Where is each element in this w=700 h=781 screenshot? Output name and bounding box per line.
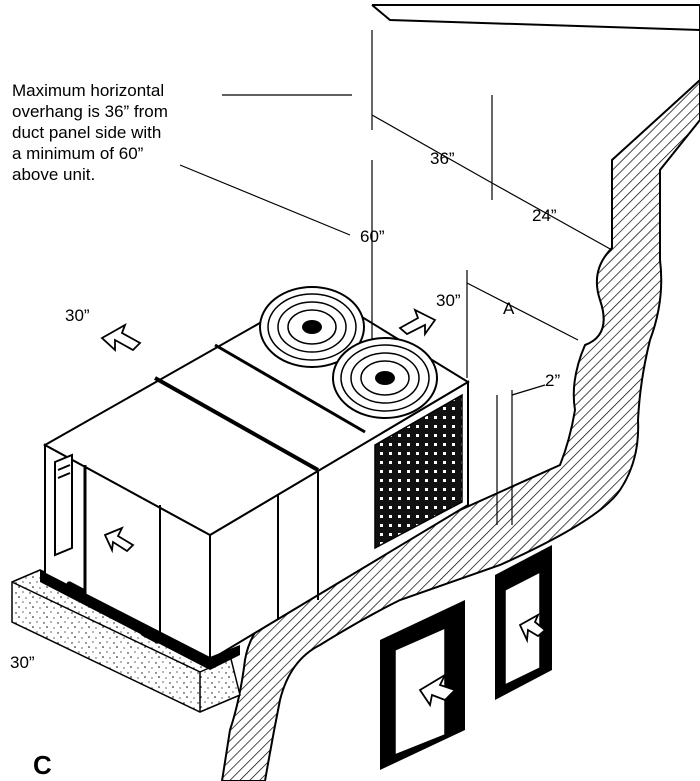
dim-overhang-36: 36” [430,149,455,168]
overhang-note-line: duct panel side with [12,123,162,142]
dim-left-30: 30” [65,306,90,325]
overhang-note-line: overhang is 36” from [12,102,168,121]
airflow-arrows [100,308,547,708]
supply-duct [380,600,465,770]
dim-above-60: 60” [360,227,385,246]
dim-front-30: 30” [10,653,35,672]
dim-a: A [503,299,515,318]
dim-duct-gap-2: 2” [545,371,561,390]
condenser-fan-1 [259,286,365,368]
overhang-note-line: Maximum horizontal [12,81,165,100]
building-wall-overhang [220,4,700,781]
dim-condenser-30: 30” [436,291,461,310]
figure-letter: C [33,750,52,780]
condenser-fan-2 [332,337,438,419]
overhang-note-line: a minimum of 60” [12,144,144,163]
dim-side-24: 24” [532,206,557,225]
overhang-note: Maximum horizontal overhang is 36” from … [12,80,168,185]
overhang-note-line: above unit. [12,165,96,184]
condenser-coil-grille [374,393,463,550]
dimension-lines [179,30,613,525]
